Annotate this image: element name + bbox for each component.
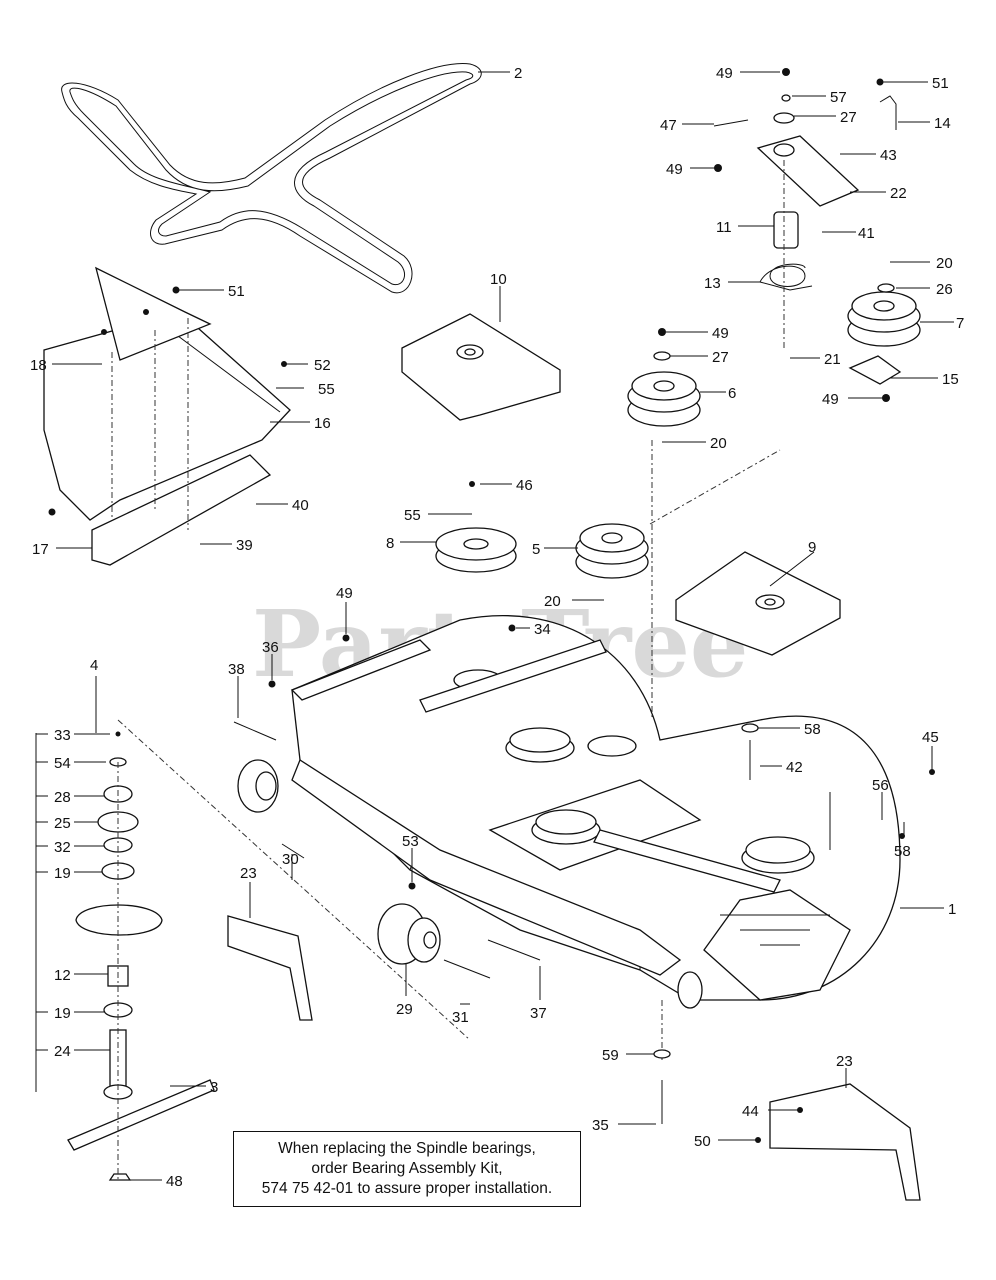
callout-6: 6 [728,385,736,402]
callout-49-c: 49 [712,325,729,342]
note-line-1: When replacing the Spindle bearings, [278,1140,536,1157]
callout-43: 43 [880,147,897,164]
callout-38: 38 [228,661,245,678]
idler-arm-assembly [756,94,860,350]
callout-41: 41 [858,225,875,242]
callout-7: 7 [956,315,964,332]
callout-52: 53 [402,833,419,850]
callout-20-b: 20 [710,435,727,452]
callout-16: 16 [314,415,331,432]
callout-37: 37 [530,1005,547,1022]
callout-51-c: 52 [314,357,331,374]
callout-49-b: 49 [666,161,683,178]
pulley-5 [575,523,649,579]
callout-58-a: 58 [804,721,821,738]
callouts: 1 2 3 4 5 6 7 8 9 10 11 12 13 [30,65,964,1190]
callout-27-a: 27 [840,109,857,126]
callout-12: 12 [54,967,71,984]
callout-53: 54 [54,755,71,772]
hardware-dots [48,68,935,1143]
callout-31: 31 [452,1009,469,1026]
mower-deck-housing [290,615,901,1001]
callout-55-b: 56 [872,777,889,794]
callout-42: 42 [786,759,803,776]
callout-15: 15 [942,371,959,388]
callout-19-top: 19 [54,865,71,882]
callout-56: 57 [830,89,847,106]
callout-20-c: 20 [544,593,561,610]
callout-11: 11 [716,219,732,236]
callout-58-b: 59 [602,1047,619,1064]
callout-1: 1 [948,901,956,918]
callout-20-a: 20 [936,255,953,272]
callout-46: 46 [516,477,533,494]
callout-29: 29 [396,1001,413,1018]
callout-28: 28 [54,789,71,806]
callout-13: 13 [704,275,721,292]
note-line-2: order Bearing Assembly Kit, [311,1160,503,1177]
callout-4: 4 [90,657,98,674]
callout-30: 30 [282,851,299,868]
callout-54: 55 [404,507,421,524]
callout-23-left: 23 [240,865,257,882]
callout-36: 36 [262,639,279,656]
callout-34: 34 [534,621,551,638]
bracket-23-right [769,1083,921,1201]
pulley-6 [627,371,701,427]
bracket-23-left [227,915,313,1021]
callout-9: 9 [808,539,816,556]
callout-5: 5 [532,541,540,558]
belt-shield-assembly [43,266,291,566]
callout-33: 33 [54,727,71,744]
spindle-assembly [67,757,215,1181]
callout-44: 44 [742,1103,759,1120]
callout-40: 40 [292,497,309,514]
callout-25: 25 [54,815,71,832]
belt-cover-10 [401,313,561,421]
callout-55-a: 55 [318,381,335,398]
callout-35: 35 [592,1117,609,1134]
belt-cover-9 [675,551,841,656]
callout-45: 45 [922,729,939,746]
gauge-wheel-rear [677,971,703,1009]
callout-23-right: 23 [836,1053,853,1070]
callout-8: 8 [386,535,394,552]
callout-22: 22 [890,185,907,202]
callout-2: 2 [514,65,522,82]
callout-50: 50 [694,1133,711,1150]
callout-51-b: 51 [228,283,245,300]
callout-39: 39 [236,537,253,554]
bearing-kit-note: When replacing the Spindle bearings, ord… [233,1131,581,1207]
callout-49-e: 49 [336,585,353,602]
callout-21: 21 [824,351,841,368]
gauge-wheel-29 [377,903,441,965]
callout-47: 47 [660,117,677,134]
callout-49-d: 49 [822,391,839,408]
callout-26: 26 [936,281,953,298]
callout-51-a: 51 [932,75,949,92]
callout-17: 17 [32,541,49,558]
pulley-8 [435,527,517,573]
callout-48: 48 [166,1173,183,1190]
callout-27-b: 27 [712,349,729,366]
callout-57: 58 [894,843,911,860]
callout-49-a: 49 [716,65,733,82]
callout-18: 18 [30,357,47,374]
callout-19-bottom: 19 [54,1005,71,1022]
callout-14: 14 [934,115,951,132]
gauge-wheel-front [237,759,279,813]
pulley-7 [847,291,921,347]
callout-3: 3 [210,1079,218,1096]
callout-24: 24 [54,1043,71,1060]
callout-32: 32 [54,839,71,856]
callout-10: 10 [490,271,507,288]
drive-belt [61,63,482,294]
note-line-3: 574 75 42-01 to assure proper installati… [261,1180,553,1197]
